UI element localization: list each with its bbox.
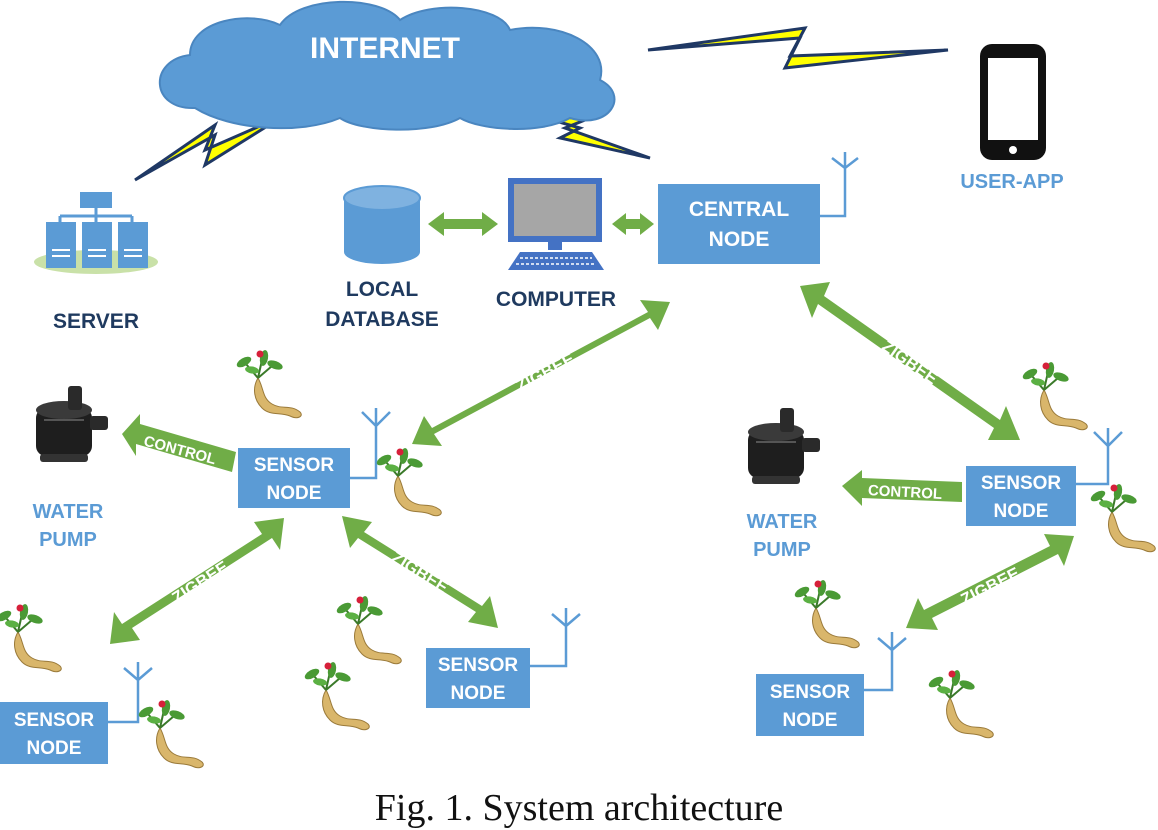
sensor-node-label-1: SENSOR xyxy=(438,655,519,676)
server-label: SERVER xyxy=(53,310,139,333)
cloud-icon xyxy=(158,0,616,131)
sensor-node-label-2: NODE xyxy=(451,683,506,704)
zigbee-link-sensor-bottom-left: ZIGBEE xyxy=(110,518,284,644)
zigbee-label: ZIGBEE xyxy=(878,336,941,388)
sensor-node-label-1: SENSOR xyxy=(14,710,95,731)
sensor-node-label-2: NODE xyxy=(267,483,322,504)
plant-icon xyxy=(926,668,995,739)
water-pump-icon xyxy=(35,385,109,463)
water-pump-label-1: WATER xyxy=(33,501,104,523)
zigbee-link-central-sensor-right: ZIGBEE xyxy=(800,282,1020,440)
zigbee-label: ZIGBEE xyxy=(169,557,232,607)
zigbee-label: ZIGBEE xyxy=(513,349,578,395)
zigbee-link-sensor-bottom-right: ZIGBEE xyxy=(906,534,1074,630)
zigbee-link-sensor-bottom-middle: ZIGBEE xyxy=(342,516,498,628)
plant-icon xyxy=(234,348,303,419)
local-database-label-1: LOCAL xyxy=(346,278,418,301)
control-link-right: CONTROL xyxy=(842,470,962,506)
sensor-node-label-2: NODE xyxy=(27,738,82,759)
central-node-label-2: NODE xyxy=(709,228,770,251)
water-pump-label-2: PUMP xyxy=(39,529,97,551)
antenna-icon xyxy=(350,408,391,480)
central-node-label-1: CENTRAL xyxy=(689,198,789,221)
sensor-node-main-left xyxy=(238,448,350,508)
antenna-icon xyxy=(820,152,859,218)
water-pump-label-1: WATER xyxy=(747,511,818,533)
plant-icon xyxy=(334,594,403,665)
database-icon xyxy=(343,185,421,264)
user-app-label: USER-APP xyxy=(960,171,1063,193)
control-label: CONTROL xyxy=(867,482,942,503)
sensor-node-label-1: SENSOR xyxy=(770,682,851,703)
zigbee-label: ZIGBEE xyxy=(958,564,1023,610)
zigbee-label: ZIGBEE xyxy=(388,548,452,598)
control-link-left: CONTROL xyxy=(122,414,236,472)
smartphone-icon xyxy=(980,44,1046,160)
sensor-node-bottom-left xyxy=(0,702,108,764)
server-icon xyxy=(34,192,158,274)
computer-central-arrow xyxy=(612,213,654,235)
figure-caption: Fig. 1. System architecture xyxy=(374,787,784,829)
lightning-icon xyxy=(647,26,949,70)
antenna-icon xyxy=(530,608,581,668)
cloud-label: INTERNET xyxy=(310,32,460,65)
sensor-node-label-2: NODE xyxy=(783,710,838,731)
zigbee-link-computer-sensor-left: ZIGBEE xyxy=(412,300,670,446)
antenna-icon xyxy=(1076,428,1123,486)
plant-icon xyxy=(136,698,205,769)
db-computer-arrow xyxy=(428,212,498,236)
antenna-icon xyxy=(108,662,153,724)
water-pump-label-2: PUMP xyxy=(753,539,811,561)
antenna-icon xyxy=(864,632,907,692)
local-database-label-2: DATABASE xyxy=(325,308,439,331)
plant-icon xyxy=(1088,482,1157,553)
sensor-node-label-1: SENSOR xyxy=(254,455,335,476)
plant-icon xyxy=(374,446,443,517)
plant-icon xyxy=(302,660,371,731)
computer-icon xyxy=(508,178,604,270)
plant-icon xyxy=(792,578,861,649)
computer-label: COMPUTER xyxy=(496,288,616,311)
central-node xyxy=(658,184,820,264)
sensor-node-bottom-right xyxy=(756,674,864,736)
sensor-node-label-1: SENSOR xyxy=(981,473,1062,494)
sensor-node-main-right xyxy=(966,466,1076,526)
sensor-node-bottom-middle xyxy=(426,648,530,708)
water-pump-icon xyxy=(747,407,821,485)
plant-icon xyxy=(1020,360,1089,431)
sensor-node-label-2: NODE xyxy=(994,501,1049,522)
plant-icon xyxy=(0,602,63,673)
